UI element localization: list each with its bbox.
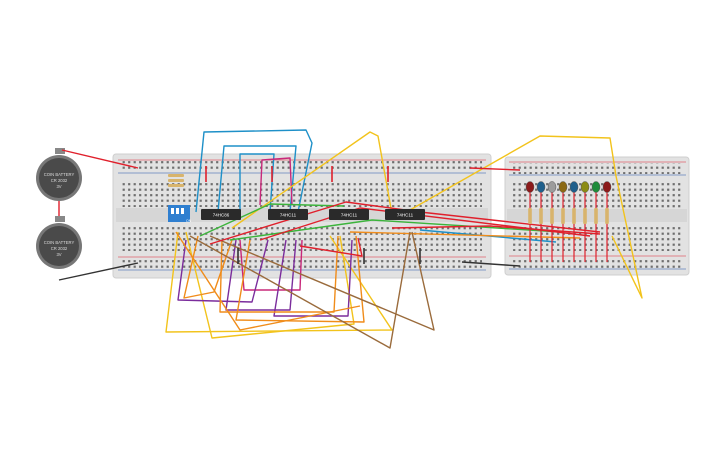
wire-purple-1[interactable] xyxy=(177,239,269,303)
battery-1-line-1: COIN BATTERY xyxy=(44,172,75,177)
chip-label: 74HC11 xyxy=(280,213,297,218)
wire-red-1[interactable] xyxy=(209,201,601,245)
battery-1-line-3: 3V xyxy=(56,184,61,189)
battery-2-line-3: 3V xyxy=(56,252,61,257)
wire-red-power[interactable] xyxy=(469,167,521,171)
chip-label: 74HC86 xyxy=(213,213,230,218)
led[interactable] xyxy=(536,181,546,193)
led[interactable] xyxy=(525,181,535,193)
coin-battery-1[interactable]: COIN BATTERY CR 2032 3V xyxy=(36,148,82,201)
battery-2-line-1: COIN BATTERY xyxy=(44,240,75,245)
wire-green-2[interactable] xyxy=(229,219,561,241)
chip-74hc11-a[interactable]: 74HC11 xyxy=(268,209,308,220)
wire-purple-2[interactable] xyxy=(225,239,297,311)
wire-brown-2[interactable] xyxy=(209,231,435,331)
led[interactable] xyxy=(569,181,579,193)
dip-switch[interactable]: ON xyxy=(168,205,192,223)
wire-black-power[interactable] xyxy=(461,261,521,267)
led-resistor[interactable] xyxy=(528,208,532,224)
wire-yellow-4[interactable] xyxy=(185,231,355,339)
led[interactable] xyxy=(602,181,612,193)
battery-2-line-2: CR 2032 xyxy=(51,246,68,251)
dip-switch-label: ON xyxy=(186,219,192,223)
wire-orange-3[interactable] xyxy=(235,235,365,323)
wire-brown-1[interactable] xyxy=(189,231,411,349)
led-resistor[interactable] xyxy=(572,208,576,224)
wire-green-1[interactable] xyxy=(199,203,345,237)
wire-blue-1[interactable] xyxy=(195,129,313,213)
wire-yellow-1[interactable] xyxy=(231,131,393,229)
chip-label: 74HC11 xyxy=(397,213,414,218)
chip-label: 74HC11 xyxy=(341,213,358,218)
led-resistor[interactable] xyxy=(539,208,543,224)
led-resistor[interactable] xyxy=(594,208,598,224)
wires[interactable] xyxy=(58,129,643,349)
wire-blue-3[interactable] xyxy=(239,153,275,213)
led-array[interactable] xyxy=(525,181,612,263)
resistor[interactable] xyxy=(168,174,184,177)
battery-1-line-2: CR 2032 xyxy=(51,178,68,183)
resistor[interactable] xyxy=(168,179,184,182)
led-resistor[interactable] xyxy=(561,208,565,224)
jumpers[interactable] xyxy=(205,166,421,264)
wire-red-2[interactable] xyxy=(259,207,591,241)
led-resistor[interactable] xyxy=(583,208,587,224)
wire-orange-4[interactable] xyxy=(175,231,361,331)
chip-74hc11-b[interactable]: 74HC11 xyxy=(329,209,369,220)
wire-battery-black[interactable] xyxy=(58,262,139,281)
wire-blue-2[interactable] xyxy=(217,145,297,213)
input-resistors[interactable] xyxy=(168,174,184,187)
resistor[interactable] xyxy=(168,184,184,187)
led-resistor[interactable] xyxy=(550,208,554,224)
wire-red-3[interactable] xyxy=(299,237,363,257)
wire-magenta-1[interactable] xyxy=(259,157,293,206)
wire-yellow-2[interactable] xyxy=(409,135,643,299)
led-resistor[interactable] xyxy=(605,208,609,224)
wire-battery-red[interactable] xyxy=(61,149,139,169)
chip-74hc86[interactable]: 74HC86 xyxy=(201,209,241,220)
led[interactable] xyxy=(580,181,590,193)
coin-battery-2[interactable]: COIN BATTERY CR 2032 3V xyxy=(36,216,82,269)
wire-orange-5[interactable] xyxy=(349,231,581,239)
chip-74hc11-c[interactable]: 74HC11 xyxy=(385,209,425,220)
led[interactable] xyxy=(558,181,568,193)
wire-orange-1[interactable] xyxy=(183,235,233,299)
led[interactable] xyxy=(591,181,601,193)
wire-orange-2[interactable] xyxy=(219,235,339,313)
led[interactable] xyxy=(547,181,557,193)
